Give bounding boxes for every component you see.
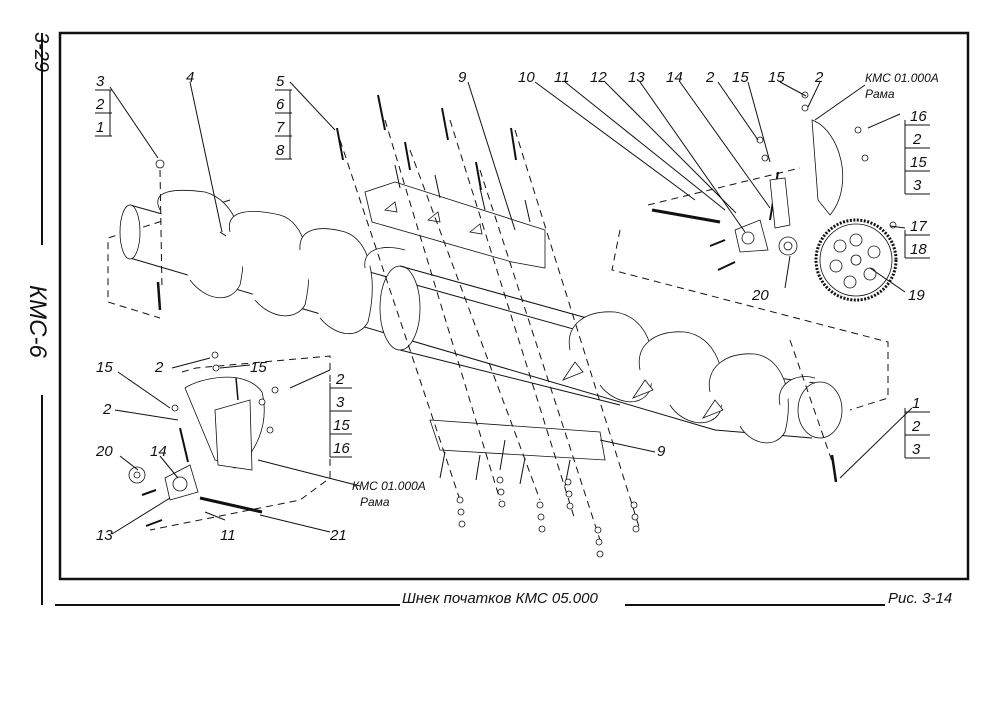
callout-3: 3 <box>913 177 922 194</box>
callout-15: 15 <box>96 359 113 376</box>
callout-3: 3 <box>912 441 921 458</box>
callout-underlines <box>95 89 930 459</box>
callout-16: 16 <box>910 108 927 125</box>
callout-2: 2 <box>705 69 715 86</box>
callout-3: 3 <box>96 73 105 90</box>
callout-2: 2 <box>102 401 112 418</box>
callout-17: 17 <box>910 218 927 235</box>
callout-11: 11 <box>554 69 570 86</box>
assembly-outline-top <box>647 167 801 206</box>
frame-ref-name-left: Рама <box>360 495 390 509</box>
callout-13: 13 <box>96 527 113 544</box>
callout-13: 13 <box>628 69 645 86</box>
frame-ref-name-right: Рама <box>865 87 895 101</box>
drawing-frame <box>58 31 970 581</box>
callout-2: 2 <box>911 418 921 435</box>
frame-ref-code-left: КМС 01.000А <box>352 479 426 493</box>
callout-9: 9 <box>657 443 666 460</box>
callout-7: 7 <box>276 119 285 136</box>
callout-15: 15 <box>250 359 267 376</box>
callout-15: 15 <box>910 154 927 171</box>
callout-15: 15 <box>732 69 749 86</box>
drawing-title: Шнек початков КМС 05.000 <box>402 590 598 607</box>
callout-2: 2 <box>154 359 164 376</box>
callout-18: 18 <box>910 241 927 258</box>
callout-10: 10 <box>518 69 535 86</box>
middle-drum <box>379 265 631 406</box>
callout-1: 1 <box>96 119 104 136</box>
left-auger-flights <box>157 189 406 335</box>
leader-lines <box>109 81 913 535</box>
callout-15: 15 <box>768 69 785 86</box>
auger-shaft <box>119 204 843 439</box>
callout-19: 19 <box>908 287 925 304</box>
callout-14: 14 <box>150 443 167 460</box>
callout-1: 1 <box>912 395 920 412</box>
model-side-label: КМС-6 <box>24 285 51 358</box>
callout-3: 3 <box>336 394 345 411</box>
callout-8: 8 <box>276 142 285 159</box>
figure-number: Рис. 3-14 <box>888 590 952 607</box>
callout-4: 4 <box>186 69 194 86</box>
assembly-axis-lines <box>159 119 836 541</box>
callout-21: 21 <box>329 527 347 544</box>
callout-2: 2 <box>814 69 824 86</box>
right-drive-assembly <box>651 91 898 302</box>
frame-ref-code-right: КМС 01.000А <box>865 71 939 85</box>
left-bearing-assembly <box>128 351 279 527</box>
callout-6: 6 <box>276 96 285 113</box>
callout-2: 2 <box>912 131 922 148</box>
callout-2: 2 <box>335 371 345 388</box>
right-auger-flights <box>561 311 816 444</box>
callout-20: 20 <box>751 287 769 304</box>
finger-plate-lower <box>429 419 606 487</box>
page-number: 3-29 <box>30 32 52 72</box>
nut-set-bottom <box>456 454 838 558</box>
callout-9: 9 <box>458 69 467 86</box>
callout-11: 11 <box>220 527 236 544</box>
bolt-set-top <box>155 94 517 311</box>
callout-2: 2 <box>95 96 105 113</box>
callout-16: 16 <box>333 440 350 457</box>
callout-labels: 3 2 1 4 5 6 7 8 9 10 11 12 13 14 2 15 15… <box>95 69 939 544</box>
callout-20: 20 <box>95 443 113 460</box>
assembly-outline-right <box>611 229 889 411</box>
callout-5: 5 <box>276 73 285 90</box>
callout-14: 14 <box>666 69 683 86</box>
callout-12: 12 <box>590 69 607 86</box>
callout-15: 15 <box>333 417 350 434</box>
